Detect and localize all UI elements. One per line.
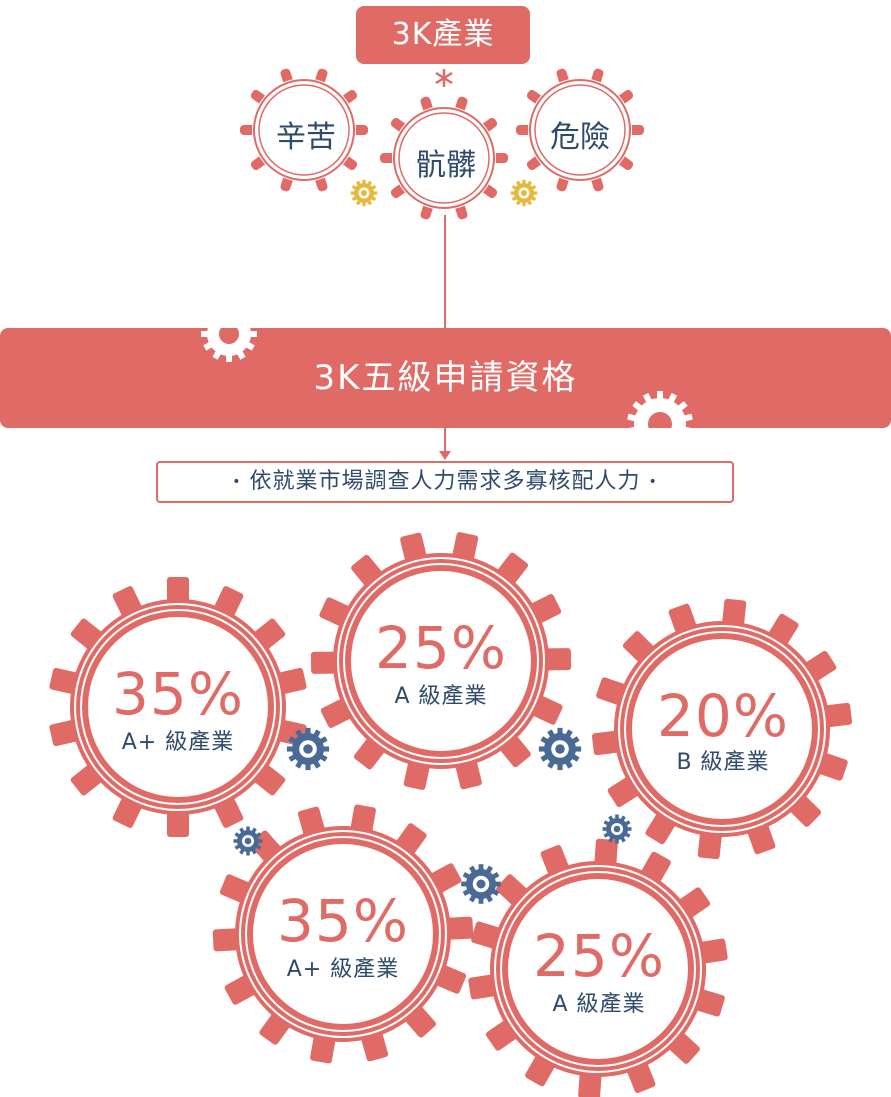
decorative-cogs-group bbox=[233, 179, 632, 904]
tier-label: A+ 級產業 bbox=[121, 730, 235, 755]
blue-cog-icon bbox=[233, 826, 263, 856]
bullet-dot-icon: • bbox=[648, 474, 658, 490]
note-text: 依就業市場調查人力需求多寡核配人力 bbox=[249, 469, 641, 494]
k-gear-dirty bbox=[380, 96, 508, 220]
k-word-dangerous: 危險 bbox=[550, 120, 610, 155]
tier-percent: 35% bbox=[277, 887, 409, 955]
tier-label: A 級產業 bbox=[552, 992, 646, 1017]
tier-gears-group bbox=[49, 532, 853, 1097]
tier-percent: 20% bbox=[657, 682, 789, 750]
blue-cog-icon bbox=[602, 814, 632, 844]
k-gears-group bbox=[240, 68, 644, 220]
tier-gear-b bbox=[591, 598, 853, 860]
k-gear-dangerous bbox=[516, 68, 644, 192]
small-cog-icon bbox=[350, 179, 378, 207]
k-word-hard: 辛苦 bbox=[276, 120, 336, 155]
connector-arrow-icon bbox=[439, 451, 451, 460]
banner-gear-decor bbox=[201, 328, 693, 428]
blue-cog-icon bbox=[286, 727, 330, 771]
tier-percent: 25% bbox=[375, 614, 507, 682]
tier-label: A 級產業 bbox=[394, 684, 488, 709]
k-gear-hard bbox=[240, 68, 368, 192]
tier-label: B 級產業 bbox=[676, 750, 770, 775]
tier-gear-a-1 bbox=[310, 532, 572, 790]
tier-percent: 25% bbox=[533, 922, 665, 990]
tier-gear-a-2 bbox=[468, 838, 728, 1097]
top-title-text: 3K產業 bbox=[391, 17, 495, 52]
banner-gear-icon bbox=[201, 328, 257, 362]
spark-icon bbox=[435, 69, 453, 87]
blue-cog-icon bbox=[461, 864, 501, 904]
k-word-dirty: 骯髒 bbox=[416, 148, 476, 183]
tier-percent: 35% bbox=[112, 660, 244, 728]
top-title-badge: 3K產業 bbox=[356, 6, 530, 64]
bullet-dot-icon: • bbox=[232, 474, 242, 490]
allocation-note: • 依就業市場調查人力需求多寡核配人力 • bbox=[156, 461, 734, 503]
banner-gear-icon bbox=[627, 391, 693, 428]
tier-gear-a-plus-2 bbox=[212, 804, 474, 1064]
tier-label: A+ 級產業 bbox=[286, 957, 400, 982]
banner-title: 3K五級申請資格 bbox=[313, 358, 578, 398]
small-cog-icon bbox=[510, 179, 538, 207]
blue-cog-icon bbox=[538, 727, 582, 771]
tier-gear-a-plus-1 bbox=[49, 577, 307, 837]
qualification-banner: 3K五級申請資格 bbox=[0, 328, 891, 428]
